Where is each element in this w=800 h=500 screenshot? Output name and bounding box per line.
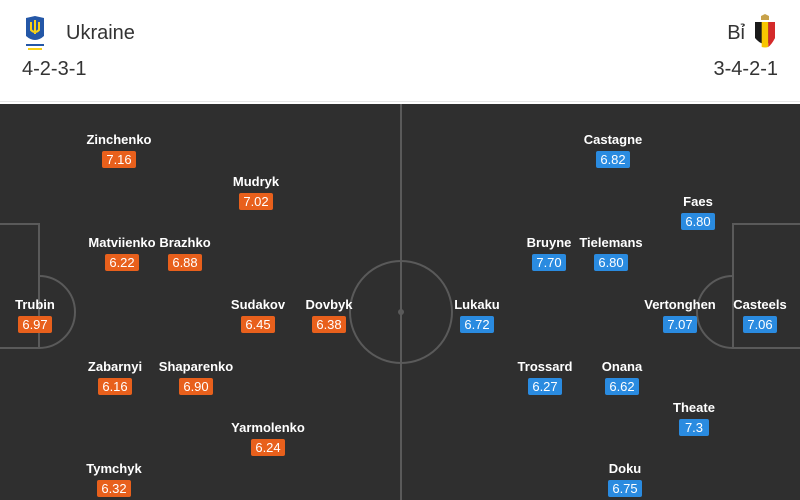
player-rating: 7.16 [102, 151, 136, 168]
player-zinchenko[interactable]: Zinchenko 7.16 [79, 132, 159, 169]
player-name: Tielemans [579, 235, 643, 250]
home-formation: 4-2-3-1 [22, 58, 87, 80]
player-name: Matviienko [88, 235, 156, 250]
player-rating: 6.80 [594, 254, 628, 271]
player-name: Dovbyk [305, 297, 353, 312]
player-vertonghen[interactable]: Vertonghen 7.07 [640, 297, 720, 334]
player-name: Faes [683, 194, 713, 209]
player-name: Yarmolenko [231, 420, 305, 435]
player-doku[interactable]: Doku 6.75 [585, 461, 665, 498]
player-name: Shaparenko [158, 359, 234, 374]
player-rating: 6.45 [241, 316, 275, 333]
player-rating: 6.16 [98, 378, 132, 395]
player-matviienko[interactable]: Matviienko 6.22 [82, 235, 162, 272]
pitch: Trubin 6.97 Zinchenko 7.16 Zabarnyi 6.16… [0, 104, 800, 500]
player-name: Trubin [15, 297, 55, 312]
player-name: Castagne [583, 132, 643, 147]
player-tielemans[interactable]: Tielemans 6.80 [571, 235, 651, 272]
away-team-name[interactable]: Bỉ [727, 22, 745, 44]
belgium-crest-icon [755, 14, 775, 48]
player-name: Bruyne [526, 235, 572, 250]
player-name: Mudryk [232, 174, 280, 189]
player-yarmolenko[interactable]: Yarmolenko 6.24 [228, 420, 308, 457]
player-trubin[interactable]: Trubin 6.97 [0, 297, 75, 334]
player-rating: 6.80 [681, 213, 715, 230]
player-rating: 7.07 [663, 316, 697, 333]
player-name: Theate [673, 400, 715, 415]
player-name: Tymchyk [86, 461, 142, 476]
player-rating: 6.82 [596, 151, 630, 168]
player-lukaku[interactable]: Lukaku 6.72 [437, 297, 517, 334]
player-name: Brazhko [159, 235, 211, 250]
player-name: Lukaku [454, 297, 500, 312]
player-mudryk[interactable]: Mudryk 7.02 [216, 174, 296, 211]
player-rating: 6.90 [179, 378, 213, 395]
player-casteels[interactable]: Casteels 7.06 [720, 297, 800, 334]
player-theate[interactable]: Theate 7.3 [654, 400, 734, 437]
player-name: Zabarnyi [87, 359, 143, 374]
player-name: Onana [601, 359, 643, 374]
player-sudakov[interactable]: Sudakov 6.45 [218, 297, 298, 334]
home-team-name[interactable]: Ukraine [66, 22, 135, 44]
player-rating: 6.97 [18, 316, 52, 333]
player-rating: 6.27 [528, 378, 562, 395]
player-rating: 7.3 [679, 419, 709, 436]
player-onana[interactable]: Onana 6.62 [582, 359, 662, 396]
player-name: Zinchenko [86, 132, 152, 147]
player-rating: 7.70 [532, 254, 566, 271]
pitch-lines [0, 104, 800, 500]
player-rating: 6.72 [460, 316, 494, 333]
player-bruyne[interactable]: Bruyne 7.70 [509, 235, 589, 272]
player-rating: 6.38 [312, 316, 346, 333]
player-tymchyk[interactable]: Tymchyk 6.32 [74, 461, 154, 498]
player-faes[interactable]: Faes 6.80 [658, 194, 738, 231]
player-rating: 7.06 [743, 316, 777, 333]
player-trossard[interactable]: Trossard 6.27 [505, 359, 585, 396]
player-rating: 6.24 [251, 439, 285, 456]
player-name: Sudakov [230, 297, 286, 312]
player-dovbyk[interactable]: Dovbyk 6.38 [289, 297, 369, 334]
player-rating: 6.32 [97, 480, 131, 497]
player-rating: 6.75 [608, 480, 642, 497]
player-brazhko[interactable]: Brazhko 6.88 [145, 235, 225, 272]
player-name: Trossard [517, 359, 573, 374]
player-shaparenko[interactable]: Shaparenko 6.90 [156, 359, 236, 396]
player-name: Vertonghen [644, 297, 716, 312]
ukraine-crest-icon [26, 16, 44, 50]
player-rating: 6.22 [105, 254, 139, 271]
player-castagne[interactable]: Castagne 6.82 [573, 132, 653, 169]
player-rating: 7.02 [239, 193, 273, 210]
player-rating: 6.88 [168, 254, 202, 271]
player-name: Doku [608, 461, 642, 476]
player-rating: 6.62 [605, 378, 639, 395]
match-header: Ukraine 4-2-3-1 Bỉ 3-4-2-1 [0, 0, 800, 102]
player-zabarnyi[interactable]: Zabarnyi 6.16 [75, 359, 155, 396]
player-name: Casteels [733, 297, 787, 312]
away-formation: 3-4-2-1 [713, 58, 778, 80]
